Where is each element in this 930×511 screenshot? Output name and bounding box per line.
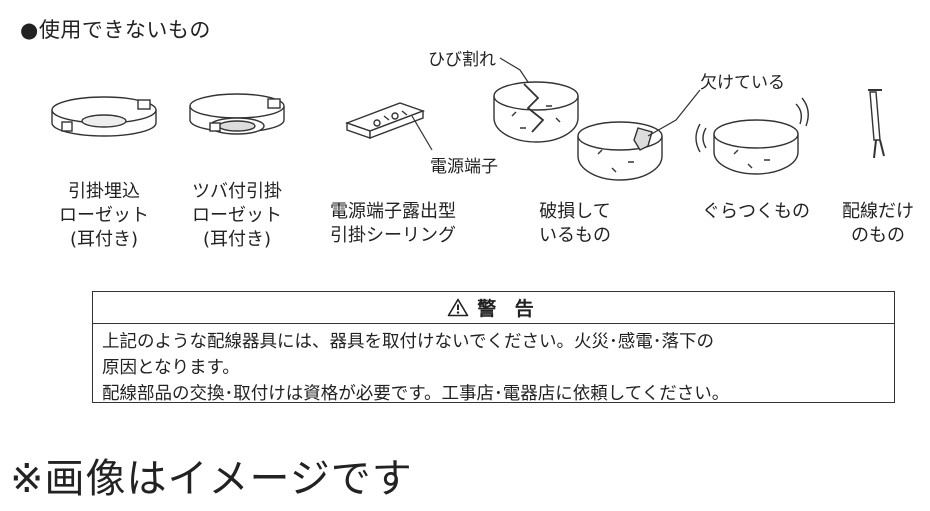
item-label-wiring-only: 配線だけ のもの [842, 201, 914, 246]
exposed-terminal-ceiling-illustration [344, 102, 426, 140]
warning-body: 上記のような配線器具には、器具を取付けないでください。火災･感電･落下の 原因と… [93, 324, 894, 407]
warning-title: 警 告 [477, 298, 540, 320]
warning-line: 上記のような配線器具には、器具を取付けないでください。火災･感電･落下の [102, 332, 714, 352]
chip-leader-line [647, 89, 701, 137]
crack-callout: ひび割れ [428, 50, 496, 70]
chip-callout: 欠けている [700, 73, 785, 93]
warning-triangle-icon [447, 298, 469, 317]
item-label-damaged: 破損して いるもの [539, 201, 611, 246]
crack-leader-line [499, 57, 529, 83]
flush-rosette-illustration [51, 96, 157, 137]
chipped-ceiling-illustration [577, 121, 663, 181]
terminal-leader-line [411, 115, 433, 151]
warning-line: 配線部品の交換･取付けは資格が必要です。工事店･電器店に依頼してください。 [102, 384, 730, 404]
item-label-flanged-rosette: ツバ付引掛 ローゼット (耳付き) [192, 181, 282, 250]
warning-header: 警 告 [93, 292, 894, 324]
wobbly-ceiling-illustration [695, 97, 809, 175]
item-label-exposed-terminal: 電源端子露出型 引掛シーリング [330, 201, 456, 246]
warning-line: 原因となります。 [102, 358, 240, 378]
bare-wiring-illustration [868, 89, 885, 159]
cracked-ceiling-illustration [493, 81, 579, 143]
flanged-rosette-illustration [189, 93, 285, 135]
warning-box: 警 告 上記のような配線器具には、器具を取付けないでください。火災･感電･落下の… [92, 291, 895, 404]
terminal-callout: 電源端子 [430, 157, 498, 177]
item-label-flush-rosette: 引掛埋込 ローゼット (耳付き) [59, 181, 149, 250]
image-disclaimer: ※画像はイメージです [10, 456, 413, 502]
fixture-illustrations [51, 57, 885, 181]
item-label-wobbly: ぐらつくもの [702, 201, 810, 222]
section-heading: ●使用できないもの [20, 18, 211, 42]
